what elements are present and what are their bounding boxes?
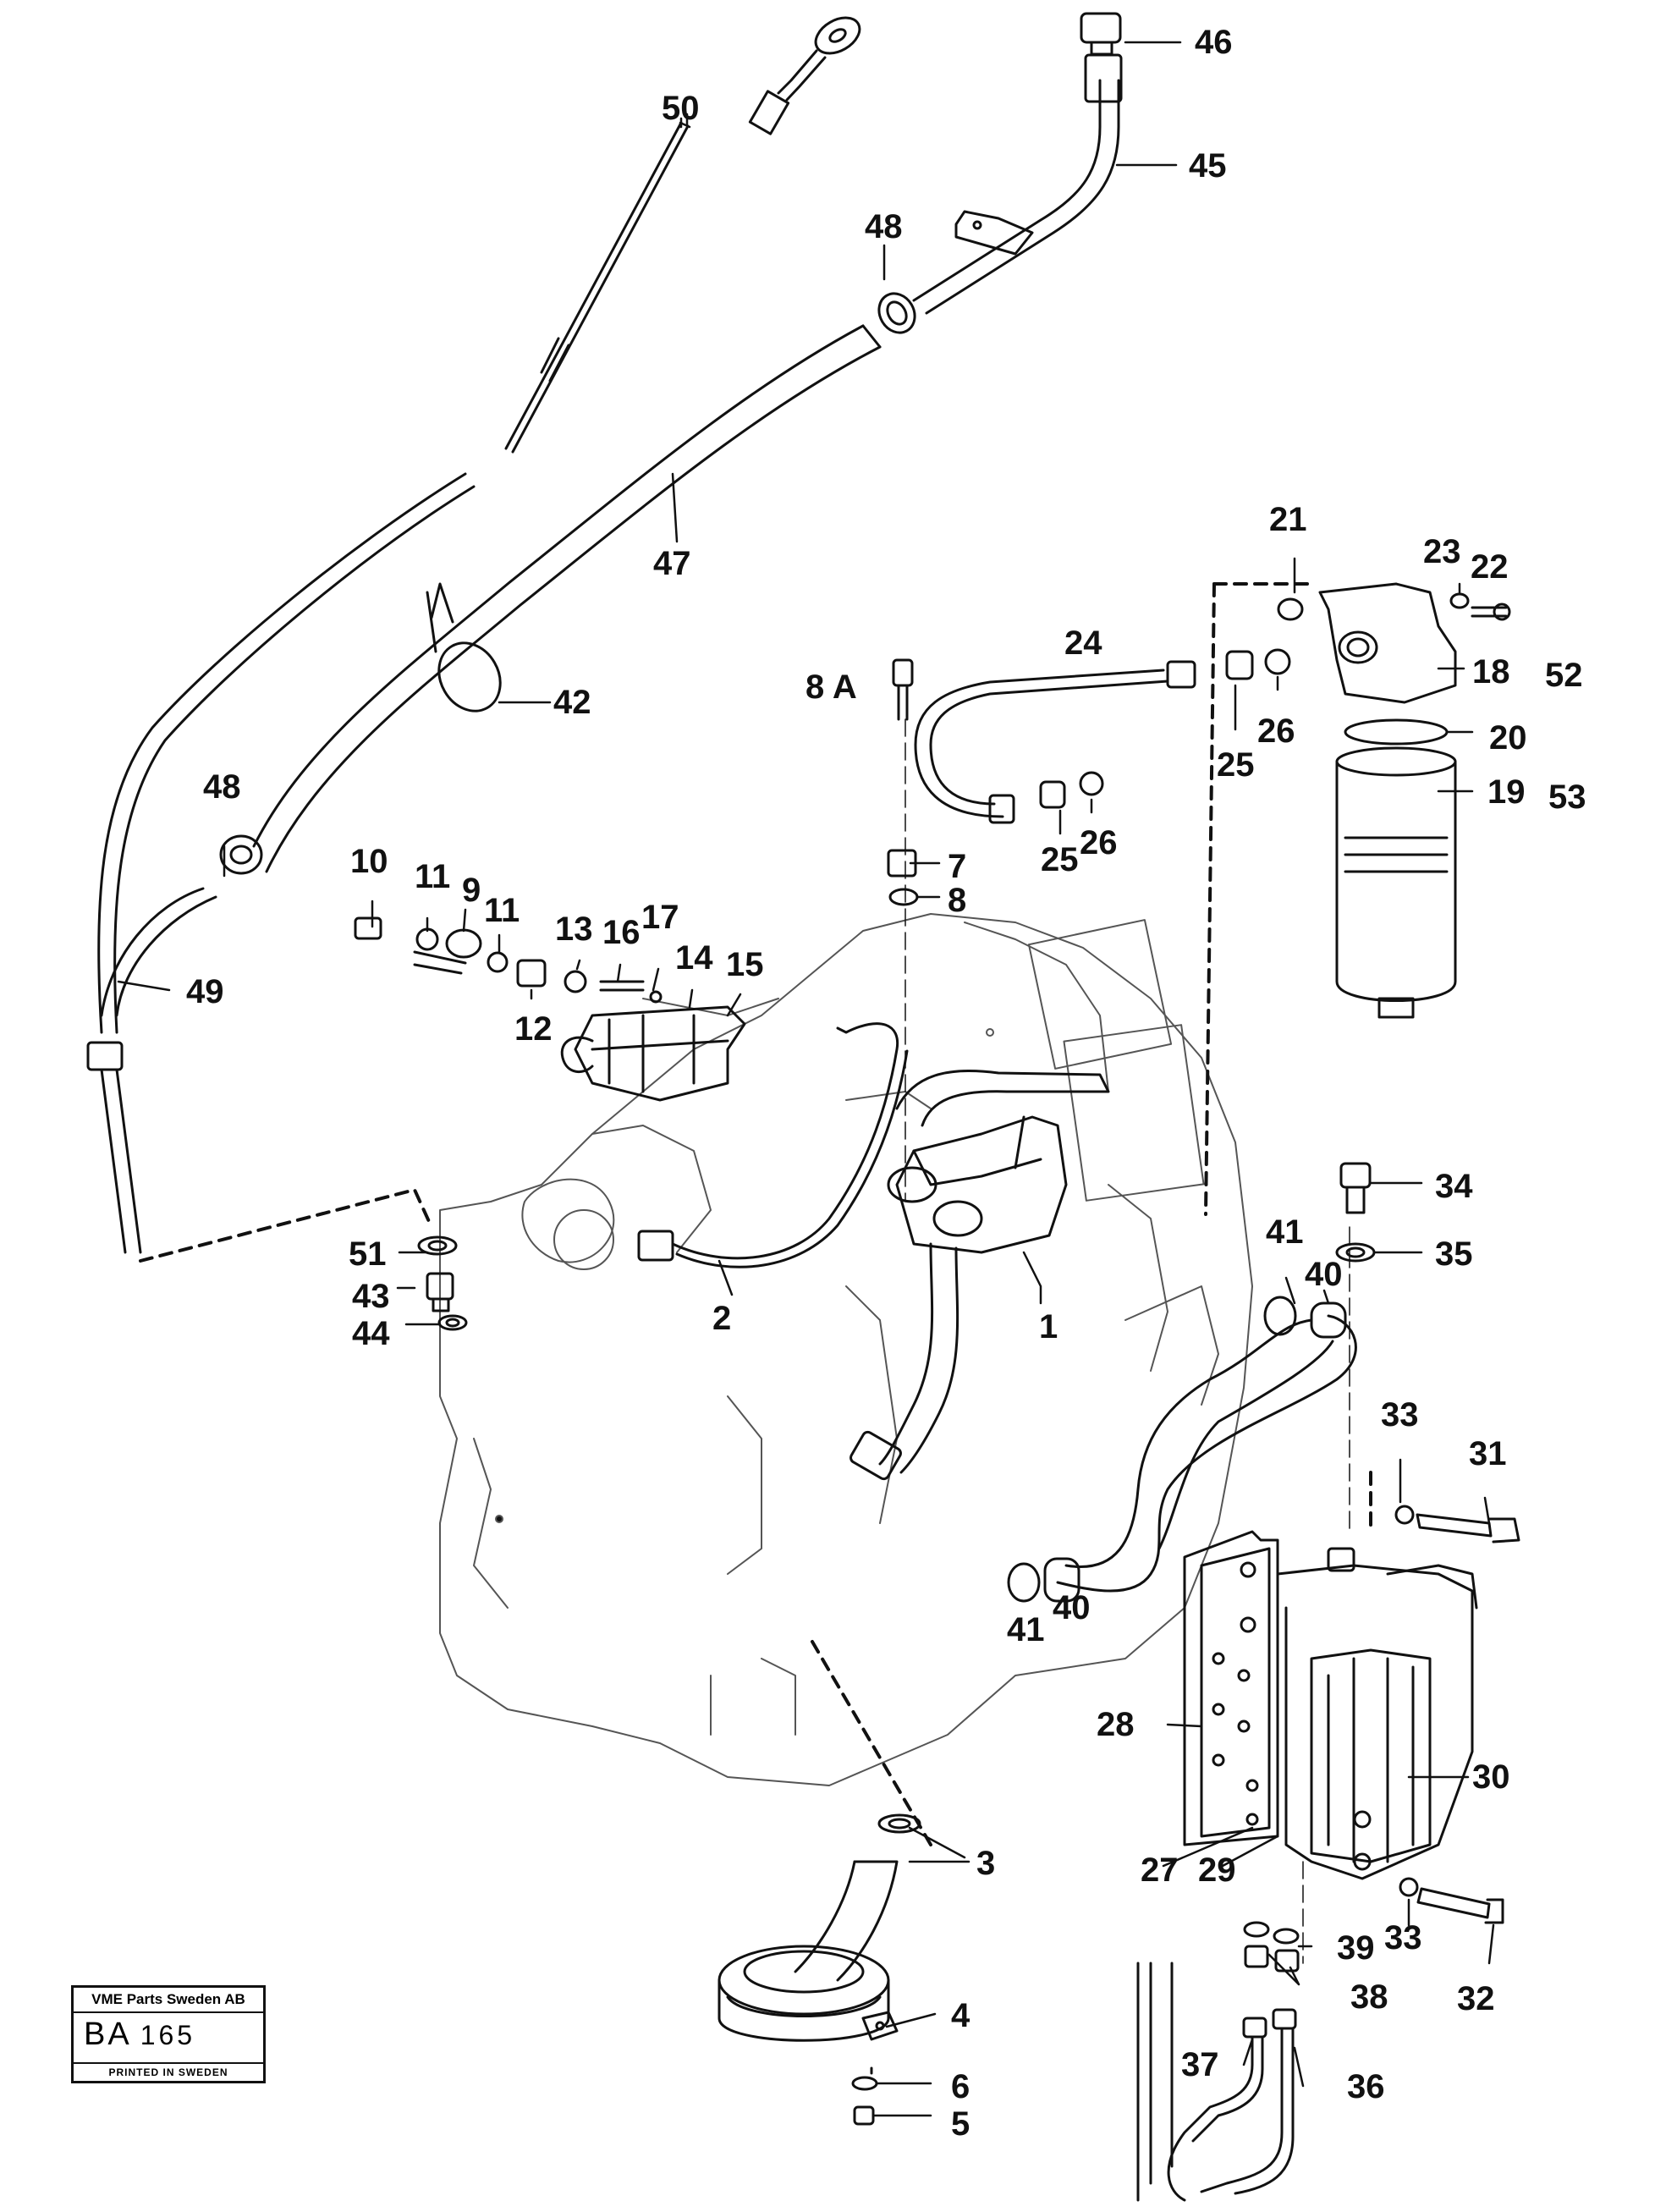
- suction-strainer: [718, 1813, 921, 2126]
- part-label-11-left: 11: [415, 858, 451, 895]
- part-label-53: 53: [1548, 779, 1586, 816]
- part-label-23: 23: [1423, 533, 1461, 570]
- part-label-16: 16: [602, 914, 641, 951]
- part-label-24: 24: [1064, 625, 1102, 662]
- part-label-40-top: 40: [1305, 1256, 1343, 1293]
- oil-filter: [1277, 582, 1511, 1019]
- part-label-46: 46: [1195, 24, 1233, 61]
- part-label-10: 10: [350, 843, 388, 880]
- part-label-2: 2: [712, 1300, 732, 1337]
- part-label-44: 44: [352, 1315, 390, 1352]
- printed-note: PRINTED IN SWEDEN: [74, 2062, 263, 2081]
- part-label-18: 18: [1472, 653, 1510, 691]
- part-label-30: 30: [1472, 1758, 1510, 1796]
- thin-guide-lines: [904, 718, 1350, 1964]
- part-label-36: 36: [1347, 2068, 1385, 2105]
- part-label-5: 5: [951, 2105, 970, 2143]
- part-label-13: 13: [555, 911, 593, 948]
- part-label-11-right: 11: [484, 892, 520, 929]
- drain-tube: [86, 472, 476, 1254]
- diagram-code-prefix: BA: [84, 2017, 132, 2052]
- part-label-33-top: 33: [1381, 1396, 1419, 1433]
- part-label-43: 43: [352, 1278, 390, 1315]
- plug-and-washer: [1335, 1162, 1376, 1263]
- part-label-3: 3: [976, 1845, 996, 1882]
- drain-fittings: [417, 1235, 468, 1331]
- part-label-25-mid: 25: [1041, 841, 1079, 878]
- part-label-21: 21: [1269, 501, 1307, 538]
- part-label-1: 1: [1039, 1308, 1058, 1345]
- part-label-29: 29: [1198, 1852, 1236, 1889]
- part-label-41-top: 41: [1266, 1213, 1304, 1251]
- part-label-22: 22: [1471, 548, 1509, 586]
- part-label-35: 35: [1435, 1235, 1473, 1273]
- part-label-42: 42: [553, 684, 591, 721]
- cable: [637, 1022, 909, 1268]
- part-label-26-mid: 26: [1080, 824, 1118, 861]
- part-label-40-bottom: 40: [1053, 1589, 1091, 1626]
- assembly-guide-lines: [139, 582, 1372, 1846]
- part-label-45: 45: [1189, 147, 1227, 184]
- sensor-assembly: [354, 916, 746, 1102]
- title-block: VME Parts Sweden AB BA 165 PRINTED IN SWE…: [71, 1985, 266, 2083]
- return-hose: [1007, 1296, 1357, 1603]
- oil-pipe: [887, 648, 1291, 906]
- part-label-34: 34: [1435, 1168, 1473, 1205]
- oil-cooler: [1183, 1505, 1520, 1924]
- part-label-26-top: 26: [1257, 713, 1295, 750]
- part-label-38: 38: [1350, 1978, 1388, 2016]
- part-label-14: 14: [675, 939, 713, 977]
- part-label-9: 9: [462, 872, 481, 909]
- part-label-28: 28: [1097, 1706, 1135, 1743]
- part-label-7: 7: [948, 848, 967, 885]
- part-label-51: 51: [349, 1235, 387, 1273]
- leader-lines: [117, 41, 1495, 2117]
- part-label-37: 37: [1181, 2046, 1219, 2083]
- valve-block: [849, 1069, 1110, 1481]
- cooler-pipes: [1136, 1921, 1300, 2202]
- part-label-25-top: 25: [1217, 746, 1255, 784]
- part-label-39: 39: [1337, 1929, 1375, 1967]
- part-label-47: 47: [653, 545, 691, 582]
- dipstick: [504, 16, 861, 454]
- part-label-17: 17: [641, 899, 679, 936]
- filler-pipe: [912, 12, 1123, 315]
- part-label-48-top: 48: [865, 208, 903, 245]
- diagram-code-number: 165: [140, 2020, 196, 2050]
- part-label-31: 31: [1469, 1435, 1507, 1472]
- part-label-19: 19: [1487, 773, 1526, 811]
- cable-tie: [426, 582, 502, 713]
- part-label-33-bottom: 33: [1384, 1919, 1422, 1956]
- part-label-27: 27: [1141, 1852, 1179, 1889]
- part-label-41-bottom: 41: [1007, 1611, 1045, 1648]
- part-label-32: 32: [1457, 1980, 1495, 2017]
- part-label-52: 52: [1545, 657, 1583, 694]
- part-label-12: 12: [514, 1010, 553, 1048]
- part-label-50: 50: [662, 90, 700, 127]
- transmission-housing: [439, 913, 1253, 1786]
- company-name: VME Parts Sweden AB: [74, 1988, 263, 2013]
- part-label-8a: 8 A: [806, 669, 857, 706]
- part-label-8: 8: [948, 882, 967, 919]
- diagram-code: BA 165: [84, 2017, 195, 2053]
- part-label-6: 6: [951, 2068, 970, 2105]
- breather-hose: [252, 292, 916, 873]
- part-label-4: 4: [951, 1997, 970, 2034]
- part-label-48-left: 48: [203, 768, 241, 806]
- part-label-15: 15: [726, 946, 764, 983]
- part-label-20: 20: [1489, 719, 1527, 757]
- part-label-49: 49: [186, 973, 224, 1010]
